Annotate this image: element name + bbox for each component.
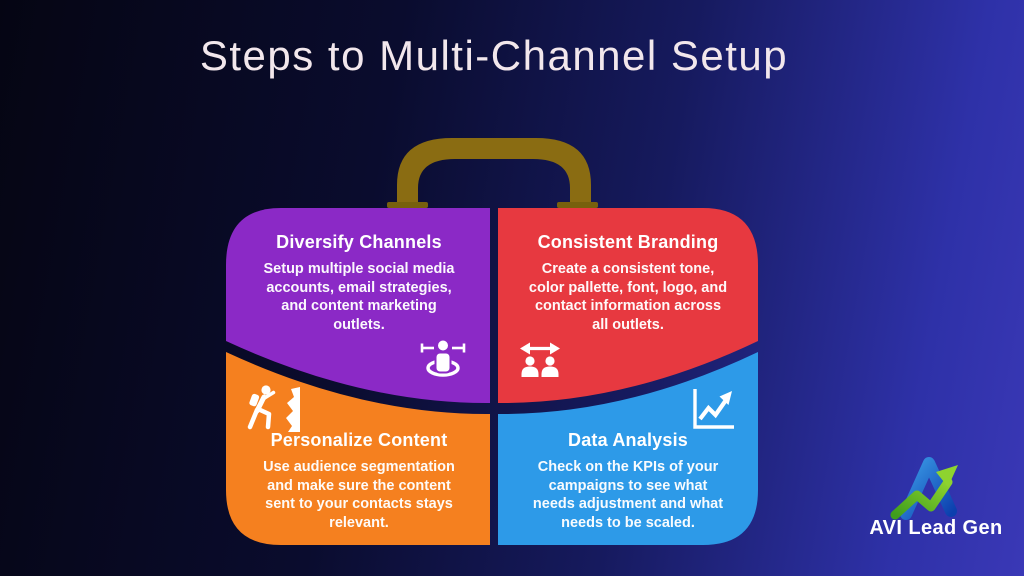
panel-consistent-branding bbox=[498, 208, 758, 404]
page-title: Steps to Multi-Channel Setup bbox=[199, 32, 789, 79]
briefcase-handle bbox=[387, 138, 598, 208]
panel-title: Diversify Channels bbox=[276, 232, 442, 252]
panel-text-diversify-channels: Diversify Channels Setup multiple social… bbox=[238, 232, 480, 334]
panel-body: Check on the KPIs of your campaigns to s… bbox=[532, 459, 724, 531]
panel-text-consistent-branding: Consistent Branding Create a consistent … bbox=[506, 232, 750, 334]
avi-logo-mark bbox=[890, 457, 958, 520]
person-climbing-icon bbox=[247, 385, 300, 432]
chart-growth-icon bbox=[693, 389, 734, 429]
panel-body: Setup multiple social media accounts, em… bbox=[263, 261, 455, 333]
panel-title: Personalize Content bbox=[270, 430, 448, 450]
handle-arch bbox=[397, 138, 591, 206]
person-focus-icon bbox=[420, 340, 466, 377]
panel-title: Consistent Branding bbox=[537, 232, 719, 252]
panel-title: Data Analysis bbox=[568, 430, 688, 450]
panel-diversify-channels bbox=[226, 208, 490, 404]
avi-logo-text: AVI Lead Gen bbox=[869, 517, 1003, 539]
handle-base-right bbox=[557, 202, 598, 208]
people-arrows-icon bbox=[520, 342, 560, 377]
panel-text-data-analysis: Data Analysis Check on the KPIs of your … bbox=[506, 430, 750, 532]
handle-base-left bbox=[387, 202, 428, 208]
panel-body: Use audience segmentation and make sure … bbox=[263, 459, 455, 531]
panel-body: Create a consistent tone, color pallette… bbox=[528, 261, 728, 333]
panel-data-analysis bbox=[498, 352, 758, 545]
panel-text-personalize-content: Personalize Content Use audience segment… bbox=[238, 430, 480, 532]
